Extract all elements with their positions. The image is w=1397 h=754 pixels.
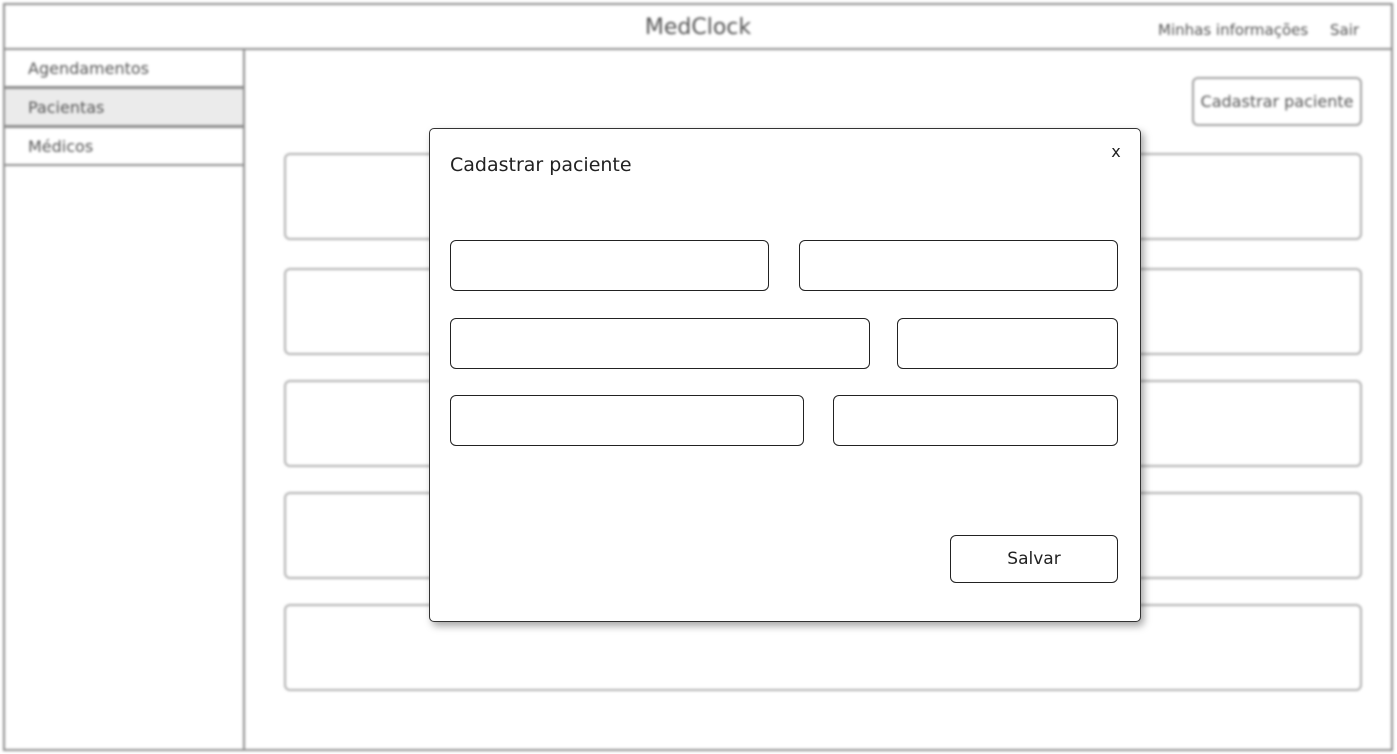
top-bar: MedClock Minhas informações Sair (3, 3, 1393, 50)
modal-title: Cadastrar paciente (450, 154, 632, 176)
app-frame (3, 3, 1393, 751)
form-field-1[interactable] (450, 240, 769, 291)
register-patient-modal: Cadastrar paciente x Salvar (429, 128, 1141, 622)
sidebar-item-patients[interactable]: Pacientas (3, 87, 245, 127)
logout-link[interactable]: Sair (1330, 21, 1360, 39)
form-field-5[interactable] (450, 395, 804, 446)
form-field-6[interactable] (833, 395, 1118, 446)
form-field-3[interactable] (450, 318, 870, 369)
sidebar-item-doctors[interactable]: Médicos (3, 126, 245, 166)
save-button[interactable]: Salvar (950, 535, 1118, 583)
close-icon[interactable]: x (1111, 142, 1121, 161)
form-field-4[interactable] (897, 318, 1118, 369)
my-info-link[interactable]: Minhas informações (1158, 21, 1309, 39)
register-patient-button[interactable]: Cadastrar paciente (1192, 77, 1362, 126)
sidebar: Agendamentos Pacientas Médicos (3, 48, 245, 751)
app-title: MedClock (644, 15, 752, 40)
sidebar-item-appointments[interactable]: Agendamentos (3, 48, 245, 88)
form-field-2[interactable] (799, 240, 1118, 291)
